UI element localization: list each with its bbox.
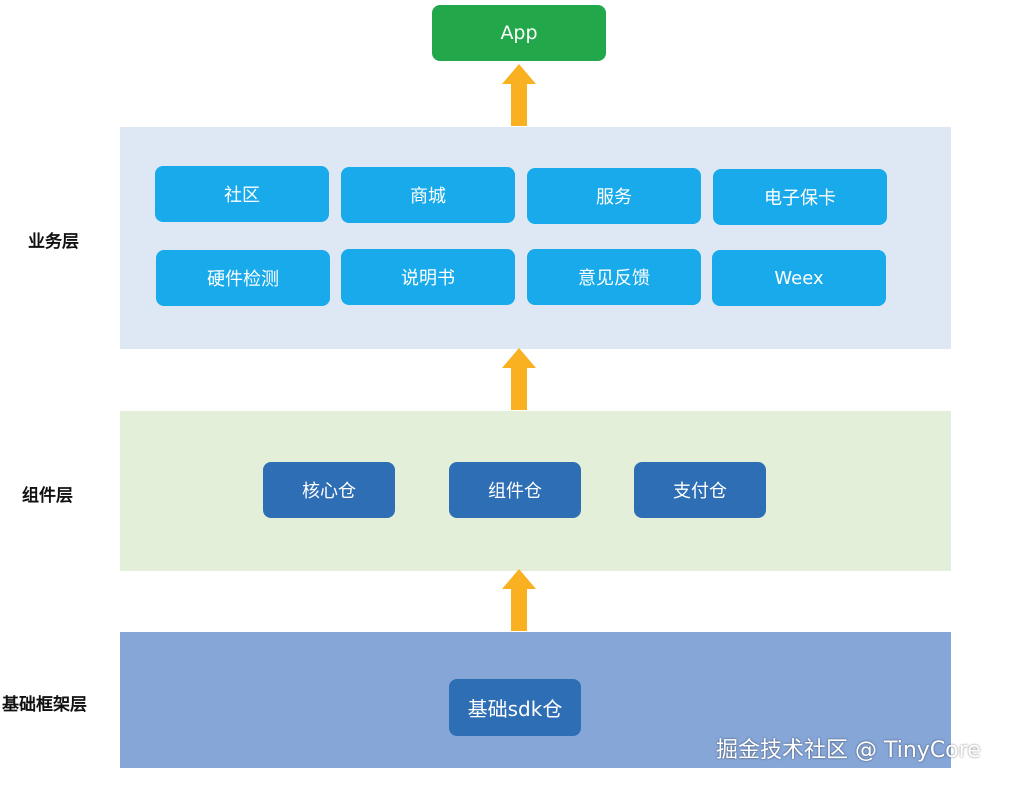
- app-label: App: [500, 22, 538, 44]
- business-item-hardware-check: 硬件检测: [156, 250, 330, 306]
- arrow-up-icon: [502, 348, 536, 410]
- business-item-mall: 商城: [341, 167, 515, 223]
- component-layer-label: 组件层: [22, 486, 73, 506]
- foundation-item-sdk: 基础sdk仓: [449, 679, 581, 736]
- component-item-core: 核心仓: [263, 462, 395, 518]
- business-item-e-warranty: 电子保卡: [713, 169, 887, 225]
- business-item-feedback: 意见反馈: [527, 249, 701, 305]
- business-item-community: 社区: [155, 166, 329, 222]
- watermark: 掘金技术社区 @ TinyCore: [716, 738, 981, 763]
- component-item-component: 组件仓: [449, 462, 581, 518]
- business-item-service: 服务: [527, 168, 701, 224]
- business-layer-label: 业务层: [28, 232, 79, 252]
- component-item-payment: 支付仓: [634, 462, 766, 518]
- business-item-weex: Weex: [712, 250, 886, 306]
- app-box: App: [432, 5, 606, 61]
- foundation-layer-label: 基础框架层: [2, 695, 87, 715]
- business-item-manual: 说明书: [341, 249, 515, 305]
- arrow-up-icon: [502, 64, 536, 126]
- business-layer: [120, 127, 951, 349]
- arrow-up-icon: [502, 569, 536, 631]
